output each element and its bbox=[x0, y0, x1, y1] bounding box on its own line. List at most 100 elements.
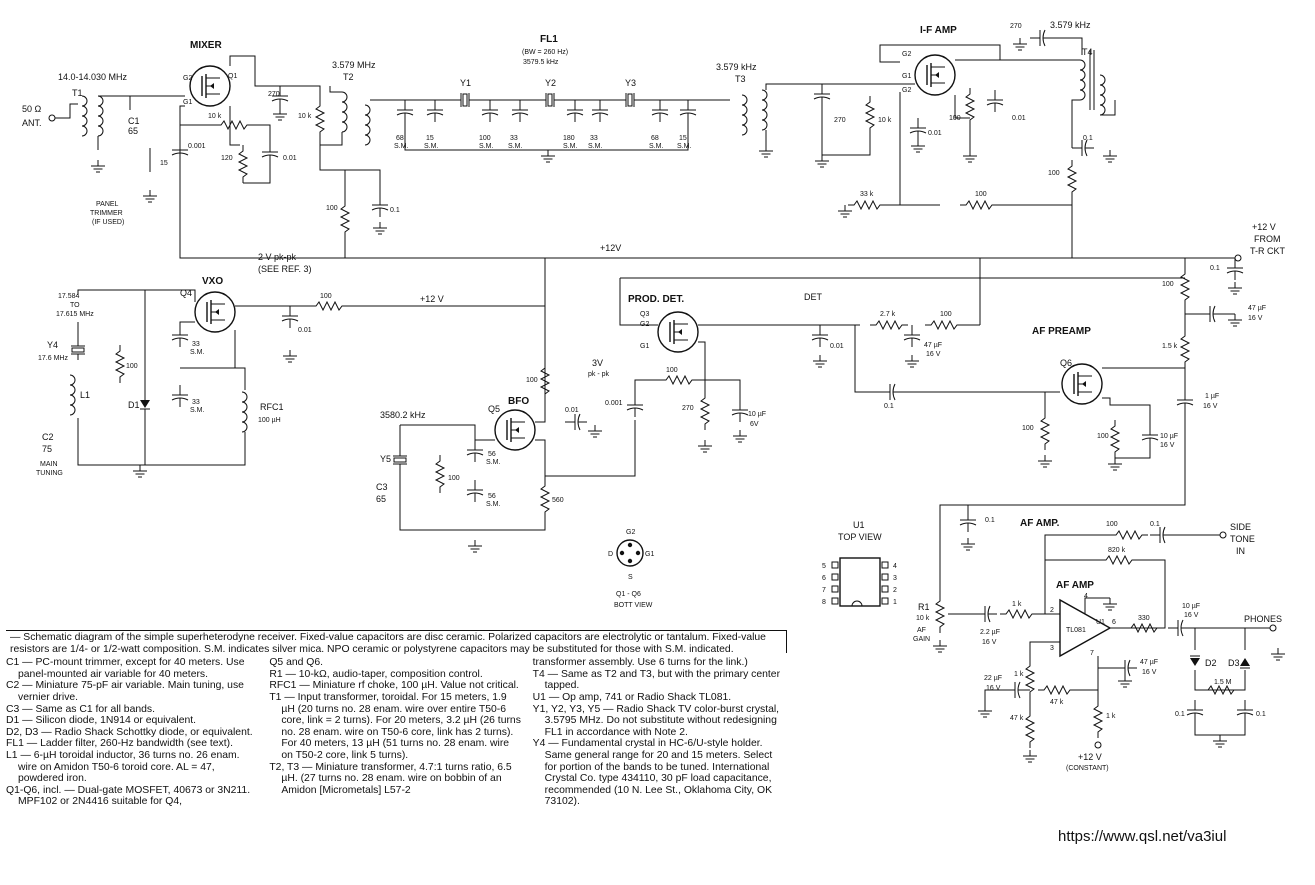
svg-text:G2: G2 bbox=[626, 529, 635, 536]
svg-text:TO: TO bbox=[70, 302, 80, 309]
svg-text:AF: AF bbox=[917, 627, 926, 634]
svg-text:D3: D3 bbox=[1228, 658, 1240, 668]
note: Y1, Y2, Y3, Y5 — Radio Shack TV color-bu… bbox=[532, 703, 780, 738]
mosfet-q4 bbox=[194, 291, 236, 333]
svg-text:Y4: Y4 bbox=[47, 340, 58, 350]
svg-text:270: 270 bbox=[682, 405, 694, 412]
note: FL1 — Ladder filter, 260-Hz bandwidth (s… bbox=[6, 738, 233, 750]
svg-text:+12V: +12V bbox=[600, 243, 621, 253]
svg-text:2 V pk-pk: 2 V pk-pk bbox=[258, 252, 297, 262]
mosfet-q5 bbox=[494, 409, 536, 451]
svg-text:1.5 M: 1.5 M bbox=[1214, 679, 1232, 686]
mosfet-q2 bbox=[914, 54, 956, 96]
svg-text:17.615 MHz: 17.615 MHz bbox=[56, 311, 94, 318]
note: Y4 — Fundamental crystal in HC-6/U-style… bbox=[532, 738, 773, 808]
svg-text:(BW = 260 Hz): (BW = 260 Hz) bbox=[522, 49, 568, 56]
svg-text:T1: T1 bbox=[72, 88, 83, 98]
svg-text:pk - pk: pk - pk bbox=[588, 371, 610, 378]
svg-text:4: 4 bbox=[893, 563, 897, 570]
svg-text:100: 100 bbox=[1022, 425, 1034, 432]
svg-text:Y3: Y3 bbox=[625, 78, 636, 88]
svg-text:(CONSTANT): (CONSTANT) bbox=[1066, 765, 1109, 772]
note: D1 — Silicon diode, 1N914 or equivalent. bbox=[6, 715, 197, 727]
svg-text:PANEL: PANEL bbox=[96, 201, 119, 208]
svg-text:16 V: 16 V bbox=[926, 351, 941, 358]
svg-text:100 µH: 100 µH bbox=[258, 417, 281, 424]
svg-text:100: 100 bbox=[1162, 281, 1174, 288]
svg-text:G1: G1 bbox=[902, 73, 911, 80]
svg-text:10 k: 10 k bbox=[916, 615, 930, 622]
svg-text:AF AMP.: AF AMP. bbox=[1020, 518, 1060, 529]
svg-text:4: 4 bbox=[1084, 593, 1088, 600]
note: D2, D3 — Radio Shack Schottky diode, or … bbox=[6, 726, 253, 738]
note: R1 — 10-kΩ, audio-taper, composition con… bbox=[269, 668, 483, 680]
svg-text:100: 100 bbox=[326, 205, 338, 212]
svg-text:5: 5 bbox=[822, 563, 826, 570]
svg-text:3V: 3V bbox=[592, 358, 603, 368]
svg-text:S.M.: S.M. bbox=[479, 143, 493, 150]
svg-text:3.579 MHz: 3.579 MHz bbox=[332, 60, 376, 70]
svg-text:10 k: 10 k bbox=[208, 113, 222, 120]
svg-text:S.M.: S.M. bbox=[649, 143, 663, 150]
note: T4 — Same as T2 and T3, but with the pri… bbox=[532, 668, 781, 692]
diode-d2 bbox=[1190, 658, 1200, 666]
svg-text:180: 180 bbox=[563, 135, 575, 142]
svg-text:S.M.: S.M. bbox=[677, 143, 691, 150]
svg-text:3.579 kHz: 3.579 kHz bbox=[1050, 20, 1091, 30]
svg-text:15: 15 bbox=[160, 160, 168, 167]
svg-text:Y1: Y1 bbox=[460, 78, 471, 88]
svg-text:PHONES: PHONES bbox=[1244, 614, 1282, 624]
svg-text:U1: U1 bbox=[1096, 619, 1105, 626]
svg-text:16 V: 16 V bbox=[982, 639, 997, 646]
svg-text:0.01: 0.01 bbox=[928, 130, 942, 137]
svg-text:0.001: 0.001 bbox=[605, 400, 623, 407]
svg-text:2: 2 bbox=[893, 587, 897, 594]
svg-text:17.584: 17.584 bbox=[58, 293, 80, 300]
svg-text:T3: T3 bbox=[735, 74, 746, 84]
svg-text:1: 1 bbox=[893, 599, 897, 606]
phones-jack bbox=[1269, 624, 1277, 632]
u1-package bbox=[839, 557, 881, 607]
svg-text:0.01: 0.01 bbox=[565, 407, 579, 414]
svg-text:16 V: 16 V bbox=[1160, 442, 1175, 449]
svg-text:0.01: 0.01 bbox=[283, 155, 297, 162]
svg-text:16 V: 16 V bbox=[1203, 403, 1218, 410]
svg-text:100: 100 bbox=[666, 367, 678, 374]
svg-text:2.7 k: 2.7 k bbox=[880, 311, 896, 318]
svg-text:33 k: 33 k bbox=[860, 191, 874, 198]
svg-text:S.M.: S.M. bbox=[588, 143, 602, 150]
svg-text:D1: D1 bbox=[128, 400, 140, 410]
plus12-bus bbox=[344, 238, 1235, 259]
diode-d3 bbox=[1240, 658, 1250, 666]
svg-text:S.M.: S.M. bbox=[190, 407, 204, 414]
note: L1 — 6-µH toroidal inductor, 36 turns no… bbox=[6, 749, 240, 785]
side-tone-jack bbox=[1219, 531, 1227, 539]
svg-text:560: 560 bbox=[552, 497, 564, 504]
svg-text:C1: C1 bbox=[128, 116, 140, 126]
svg-text:100: 100 bbox=[940, 311, 952, 318]
mosfet-q6 bbox=[1061, 363, 1103, 405]
svg-text:Y5: Y5 bbox=[380, 454, 391, 464]
svg-text:8: 8 bbox=[822, 599, 826, 606]
note: C2 — Miniature 75-pF air variable. Main … bbox=[6, 680, 244, 703]
svg-text:100: 100 bbox=[975, 191, 987, 198]
mosfet-bottom-view bbox=[616, 539, 644, 567]
svg-text:G2: G2 bbox=[183, 75, 192, 82]
svg-text:DET: DET bbox=[804, 292, 823, 302]
svg-text:16 V: 16 V bbox=[986, 685, 1001, 692]
mosfet-q3 bbox=[657, 311, 699, 353]
svg-text:T2: T2 bbox=[343, 72, 354, 82]
svg-text:PROD. DET.: PROD. DET. bbox=[628, 294, 684, 305]
svg-text:D2: D2 bbox=[1205, 658, 1217, 668]
svg-text:S.M.: S.M. bbox=[563, 143, 577, 150]
svg-text:FL1: FL1 bbox=[540, 34, 558, 45]
svg-text:S: S bbox=[628, 574, 633, 581]
svg-text:0.1: 0.1 bbox=[985, 517, 995, 524]
svg-text:G1: G1 bbox=[640, 343, 649, 350]
svg-text:+12 V: +12 V bbox=[1252, 222, 1276, 232]
svg-text:7: 7 bbox=[1090, 650, 1094, 657]
svg-text:47 k: 47 k bbox=[1050, 699, 1064, 706]
svg-text:TL081: TL081 bbox=[1066, 627, 1086, 634]
svg-text:1.5 k: 1.5 k bbox=[1162, 343, 1178, 350]
note: transformer assembly. Use 6 turns for th… bbox=[532, 657, 748, 669]
